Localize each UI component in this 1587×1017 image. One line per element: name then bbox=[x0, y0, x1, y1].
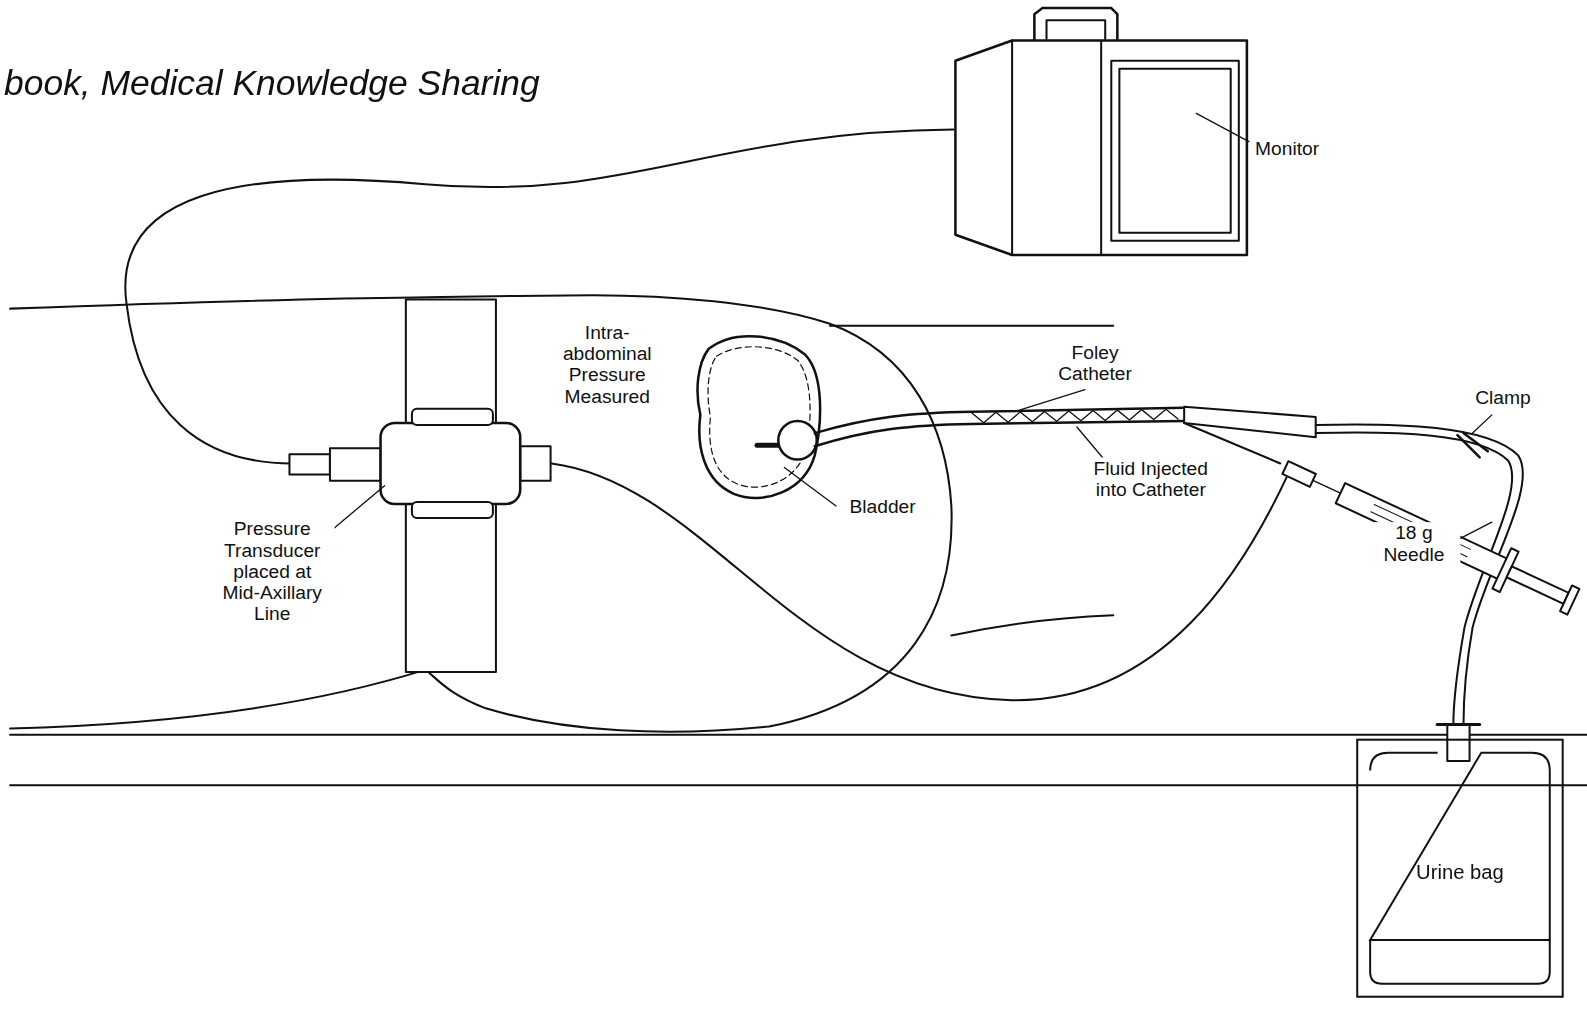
urine-level bbox=[1370, 939, 1550, 941]
monitor-screen bbox=[1111, 61, 1239, 241]
node-text: Urine bag bbox=[1358, 860, 1561, 884]
monitor-body bbox=[1100, 40, 1102, 255]
drainage-tube bbox=[1316, 433, 1512, 725]
bladder bbox=[698, 336, 821, 498]
transducer-clip bbox=[412, 502, 493, 518]
part-label: Foley Catheter bbox=[1042, 342, 1147, 384]
part-label: Bladder bbox=[838, 496, 927, 517]
transducer-port bbox=[520, 446, 550, 480]
part-label: Clamp bbox=[1466, 387, 1541, 408]
table-edge bbox=[10, 734, 1587, 736]
part-label: Intra-abdominal Pressure Measured bbox=[547, 322, 668, 407]
part-label: Fluid Injected into Catheter bbox=[1085, 457, 1217, 499]
bag-connector bbox=[1447, 725, 1469, 761]
leader-line bbox=[1020, 390, 1085, 410]
monitor-body bbox=[955, 40, 1246, 255]
leg-outline bbox=[830, 325, 1113, 327]
leader-line bbox=[784, 467, 836, 505]
leader-line bbox=[334, 486, 385, 528]
table-edge bbox=[10, 784, 1587, 786]
monitor-screen bbox=[1119, 69, 1230, 233]
bag-inner-outline bbox=[1370, 753, 1550, 940]
part-label: 18 g Needle bbox=[1368, 522, 1459, 564]
pressure-transducer bbox=[381, 423, 521, 504]
drainage-tube bbox=[1316, 424, 1523, 724]
clamp bbox=[1457, 433, 1487, 457]
part-label: Pressure Transducer placed at Mid-Axilla… bbox=[211, 518, 334, 624]
foley-catheter bbox=[815, 421, 1184, 446]
leg-outline bbox=[951, 615, 1113, 635]
monitor-cable bbox=[125, 130, 953, 464]
catheter-balloon bbox=[778, 421, 816, 459]
part-label: Monitor bbox=[1253, 138, 1348, 159]
bag-inner-outline bbox=[1370, 940, 1550, 984]
syringe bbox=[1276, 447, 1583, 622]
bag-connector bbox=[1437, 723, 1480, 726]
fluid-zigzag bbox=[972, 409, 1178, 423]
foley-catheter bbox=[815, 408, 1184, 433]
monitor-body bbox=[1011, 40, 1013, 255]
transducer-connector bbox=[289, 454, 329, 474]
body-outline bbox=[10, 295, 952, 731]
bladder-wall bbox=[708, 347, 810, 487]
transducer-clip bbox=[412, 409, 493, 425]
leader-line bbox=[1196, 113, 1249, 141]
leader-line bbox=[1473, 415, 1492, 433]
transducer-connector bbox=[330, 448, 381, 480]
watermark-text: book, Medical Knowledge Sharing bbox=[2, 63, 542, 103]
urine-bag: Urine bag bbox=[1356, 739, 1563, 998]
catheter-connector bbox=[1184, 407, 1316, 437]
